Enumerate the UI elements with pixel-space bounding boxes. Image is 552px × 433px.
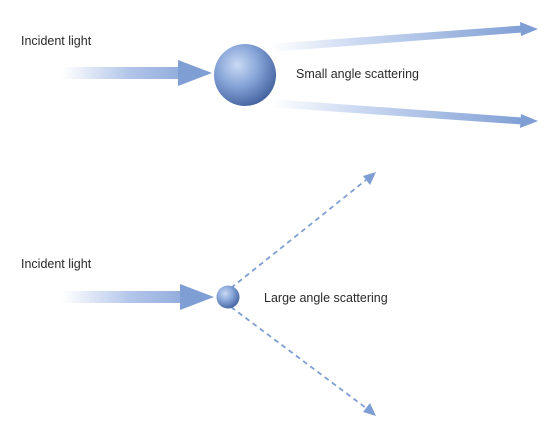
small-particle-icon	[216, 285, 240, 309]
incident-arrow-top	[62, 60, 212, 86]
incident-light-label-top: Incident light	[21, 34, 92, 48]
scattered-beam-upper	[268, 22, 538, 52]
large-angle-scattering-label: Large angle scattering	[264, 291, 388, 305]
scattered-ray-down-dashed	[230, 306, 376, 416]
scattered-beam-lower	[268, 99, 538, 128]
incident-arrow-bottom	[62, 284, 214, 310]
scattered-ray-up-dashed	[230, 172, 376, 289]
large-particle-icon	[214, 44, 276, 106]
small-angle-scattering-label: Small angle scattering	[296, 67, 419, 81]
incident-light-label-bottom: Incident light	[21, 257, 92, 271]
